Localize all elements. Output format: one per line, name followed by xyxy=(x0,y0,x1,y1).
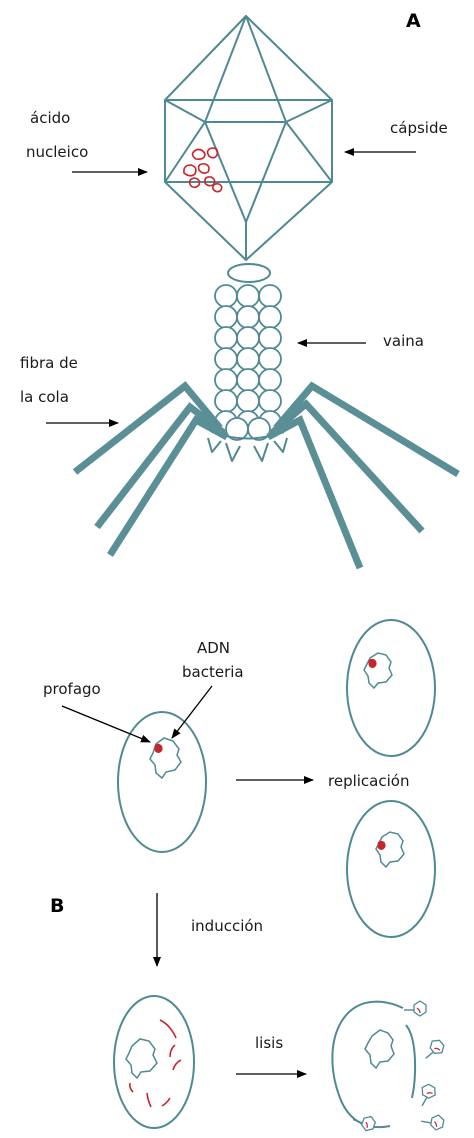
label-acido-nucleico-line2: nucleico xyxy=(26,143,88,161)
label-profago: profago xyxy=(43,680,101,698)
released-phages xyxy=(351,1001,447,1133)
label-acido-nucleico-line1: ácido xyxy=(30,109,70,127)
prophage xyxy=(378,841,386,850)
sheath-ring xyxy=(259,285,281,307)
phage-particle xyxy=(351,1111,377,1133)
sheath-ring xyxy=(215,327,237,349)
phage-dna-fragments xyxy=(130,1020,181,1107)
sheath-ring xyxy=(215,285,237,307)
sheath-ring xyxy=(259,390,281,412)
sheath-ring xyxy=(259,327,281,349)
capsid xyxy=(165,16,332,260)
sheath-ring xyxy=(237,390,259,412)
sheath-ring xyxy=(237,306,259,328)
phage-particle xyxy=(414,1082,438,1109)
sheath-ring xyxy=(215,348,237,370)
lysed-bacterium xyxy=(332,1001,446,1133)
bacterial-dna xyxy=(150,738,181,778)
bacterial-dna xyxy=(365,1030,394,1068)
label-fibra-line2: la cola xyxy=(20,388,69,406)
sheath-ring xyxy=(259,369,281,391)
label-induccion: inducción xyxy=(191,917,263,935)
label-fibra-line1: fibra de xyxy=(20,354,78,372)
sheath-ring xyxy=(215,390,237,412)
prophage xyxy=(369,659,377,668)
label-adn: ADN xyxy=(197,639,230,657)
lysogenic-bacterium xyxy=(118,712,206,852)
panel-a: A xyxy=(20,10,458,568)
phage-particle xyxy=(404,1001,426,1016)
label-vaina: vaina xyxy=(383,332,424,350)
panel-a-letter: A xyxy=(406,10,421,32)
sheath-ring xyxy=(237,327,259,349)
nucleic-acid xyxy=(184,148,222,192)
sheath-ring xyxy=(215,306,237,328)
label-lisis: lisis xyxy=(255,1034,283,1052)
sheath-ring xyxy=(237,285,259,307)
label-bacteria: bacteria xyxy=(182,663,244,681)
panel-b-letter: B xyxy=(50,895,64,917)
bacterial-dna xyxy=(364,653,392,688)
collar xyxy=(228,264,270,282)
label-replicacion: replicación xyxy=(328,772,409,790)
phage-particle xyxy=(420,1112,444,1131)
tail-sheath xyxy=(215,285,281,440)
phage-particle xyxy=(420,1037,446,1063)
label-capside: cápside xyxy=(390,119,448,137)
daughter-cell-bottom xyxy=(347,801,435,937)
sheath-ring xyxy=(237,348,259,370)
bacterial-dna xyxy=(126,1039,157,1078)
sheath-ring xyxy=(259,348,281,370)
daughter-cell-top xyxy=(347,620,435,756)
sheath-ring xyxy=(215,369,237,391)
sheath-ring xyxy=(237,369,259,391)
induced-bacterium xyxy=(114,996,194,1128)
sheath-ring xyxy=(259,306,281,328)
panel-b: B xyxy=(43,620,446,1133)
prophage xyxy=(155,744,163,753)
